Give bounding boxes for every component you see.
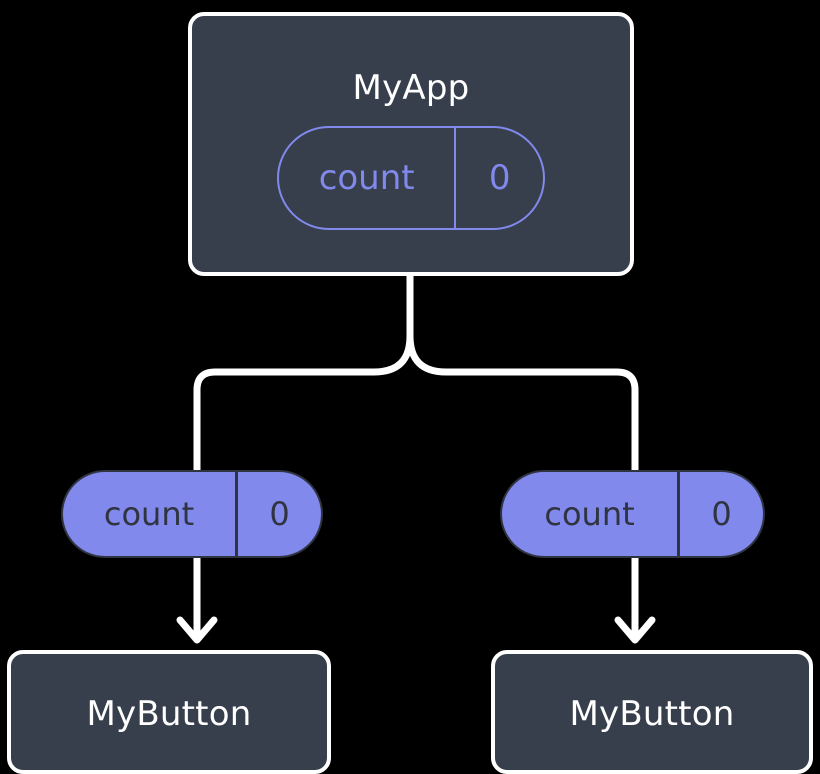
node-mybutton-right[interactable]: MyButton (491, 650, 813, 774)
state-pill-child-right-value: 0 (677, 472, 763, 556)
state-pill-myapp-value: 0 (454, 128, 543, 228)
arrow-head-right (614, 616, 656, 644)
state-pill-child-left-key: count (103, 495, 195, 533)
state-pill-child-left-value: 0 (235, 472, 321, 556)
state-pill-child-left[interactable]: count 0 (61, 470, 323, 558)
state-pill-myapp-key: count (318, 158, 415, 198)
branch-connector-left (193, 272, 414, 474)
node-mybutton-right-label: MyButton (569, 694, 735, 734)
node-mybutton-left-label: MyButton (86, 694, 252, 734)
branch-connector-right (406, 272, 639, 474)
state-pill-child-right[interactable]: count 0 (500, 470, 765, 558)
node-myapp[interactable]: MyApp (188, 12, 634, 276)
arrow-head-left (176, 616, 218, 644)
state-pill-myapp[interactable]: count 0 (277, 126, 545, 230)
node-myapp-label: MyApp (352, 68, 470, 108)
node-mybutton-left[interactable]: MyButton (7, 650, 331, 774)
state-pill-child-right-key: count (544, 495, 635, 533)
